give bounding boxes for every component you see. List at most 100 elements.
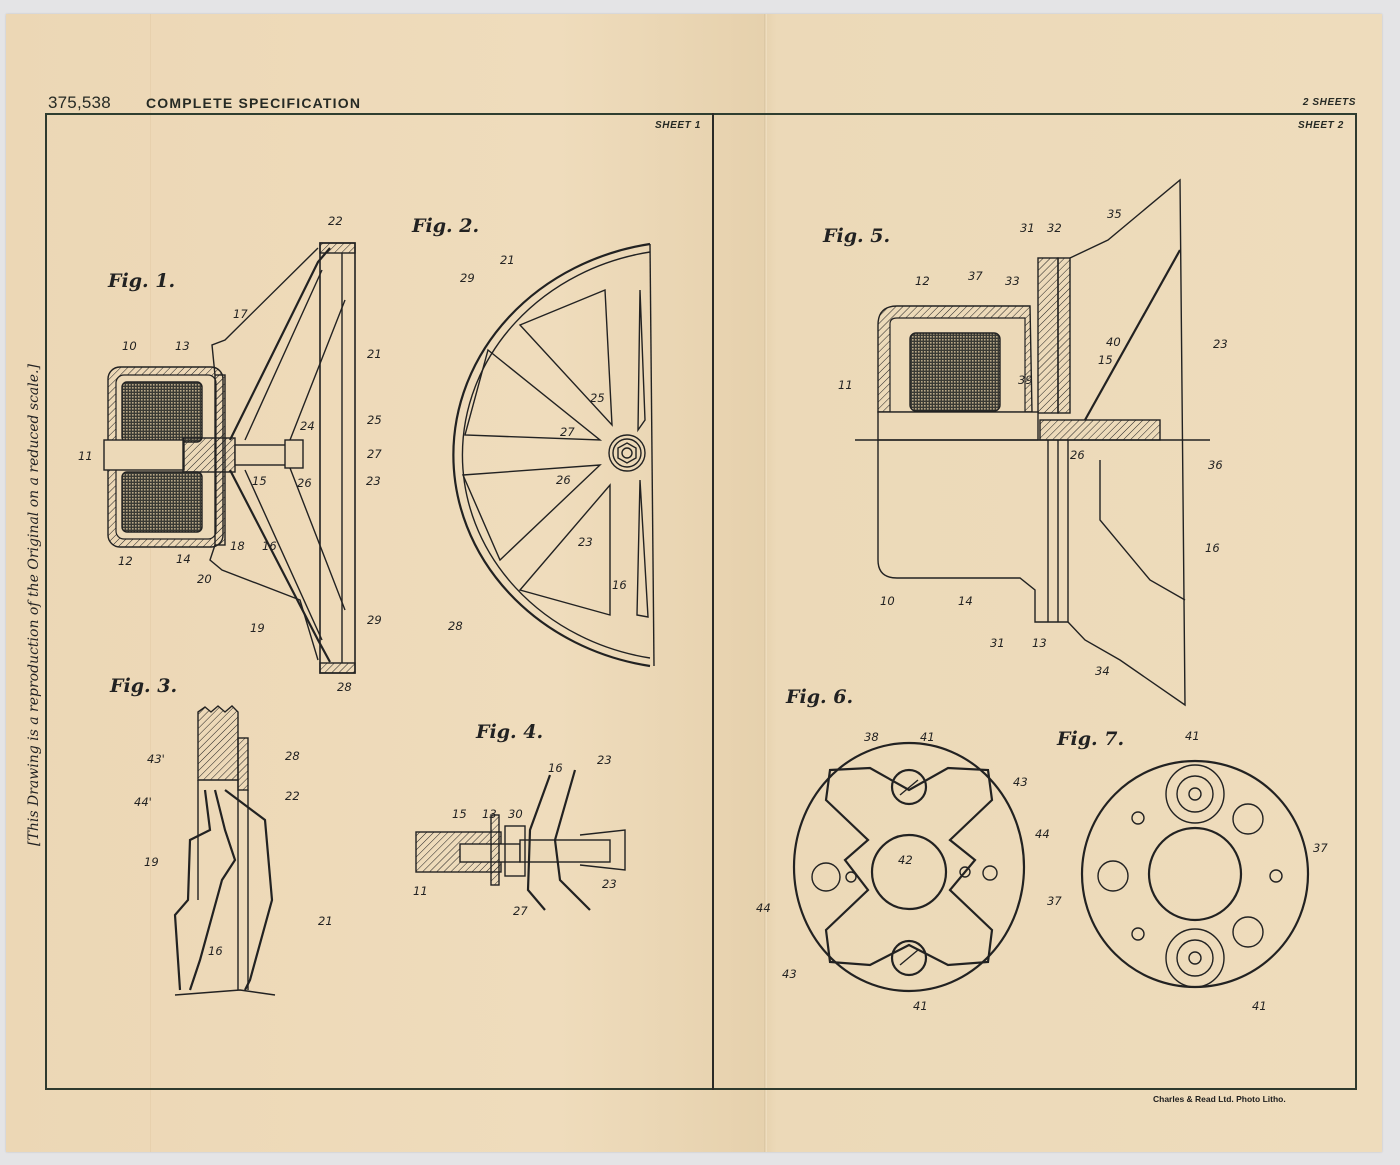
sheet-1-label: SHEET 1 (655, 120, 701, 131)
svg-text:21: 21 (500, 253, 515, 267)
svg-text:42: 42 (898, 853, 913, 867)
fig5-coil-12 (909, 332, 1001, 412)
svg-text:25: 25 (367, 413, 382, 427)
svg-text:41: 41 (920, 730, 935, 744)
svg-text:10: 10 (880, 594, 895, 608)
svg-text:43: 43 (782, 967, 797, 981)
drawing-frame (45, 113, 1357, 1090)
sheet-divider (712, 113, 714, 1090)
svg-text:26: 26 (1070, 448, 1085, 462)
fig6-spider-38 (824, 766, 994, 967)
svg-text:38: 38 (864, 730, 879, 744)
svg-text:23: 23 (578, 535, 593, 549)
svg-text:10: 10 (122, 339, 137, 353)
fig2-title: Fig. 2. (411, 215, 479, 237)
fig6-title: Fig. 6. (785, 686, 853, 708)
svg-text:13: 13 (482, 807, 497, 821)
svg-text:36: 36 (1208, 458, 1223, 472)
svg-text:41: 41 (913, 999, 928, 1013)
svg-text:22: 22 (328, 214, 343, 228)
svg-text:25: 25 (590, 391, 605, 405)
svg-text:41: 41 (1252, 999, 1267, 1013)
sheet-count: 2 SHEETS (1302, 97, 1356, 108)
svg-text:11: 11 (78, 449, 93, 463)
svg-text:31: 31 (990, 636, 1005, 650)
svg-text:13: 13 (175, 339, 190, 353)
svg-text:23: 23 (597, 753, 612, 767)
svg-text:21: 21 (367, 347, 382, 361)
fig1-coil-bottom (121, 471, 203, 533)
svg-text:11: 11 (413, 884, 428, 898)
svg-text:14: 14 (958, 594, 973, 608)
fig5-title: Fig. 5. (822, 225, 890, 247)
svg-text:22: 22 (285, 789, 300, 803)
svg-text:28: 28 (285, 749, 300, 763)
svg-text:24: 24 (300, 419, 315, 433)
svg-text:27: 27 (513, 904, 528, 918)
svg-text:26: 26 (297, 476, 312, 490)
paper-fold (764, 14, 767, 1152)
svg-text:44: 44 (1035, 827, 1050, 841)
svg-text:31: 31 (1020, 221, 1035, 235)
fig7-title: Fig. 7. (1056, 728, 1124, 750)
svg-text:28: 28 (337, 680, 352, 694)
svg-text:19: 19 (144, 855, 159, 869)
svg-text:29: 29 (460, 271, 475, 285)
svg-text:33: 33 (1005, 274, 1020, 288)
svg-text:30: 30 (508, 807, 523, 821)
fig1-cone-upper (229, 247, 331, 441)
svg-text:32: 32 (1047, 221, 1062, 235)
svg-text:23: 23 (602, 877, 617, 891)
svg-text:20: 20 (197, 572, 212, 586)
svg-text:26: 26 (556, 473, 571, 487)
fig6-screw-top (890, 768, 928, 806)
svg-text:29: 29 (367, 613, 382, 627)
fig7-disc-37 (1080, 759, 1310, 989)
svg-text:37: 37 (1047, 894, 1062, 908)
fig1-rim (319, 242, 356, 674)
svg-text:15: 15 (452, 807, 467, 821)
patent-number: 375,538 (48, 93, 111, 112)
fig5-pole-11 (877, 411, 1039, 441)
svg-text:16: 16 (262, 539, 277, 553)
fig6-screw-bottom (890, 939, 928, 977)
svg-text:35: 35 (1107, 207, 1122, 221)
svg-text:43': 43' (147, 752, 165, 766)
svg-text:40: 40 (1106, 335, 1121, 349)
svg-text:16: 16 (208, 944, 223, 958)
fig4-title: Fig. 4. (475, 721, 543, 743)
svg-text:34: 34 (1095, 664, 1110, 678)
fig1-title: Fig. 1. (107, 270, 175, 292)
svg-text:37: 37 (968, 269, 983, 283)
fig1-pole-11 (103, 439, 185, 471)
svg-text:19: 19 (250, 621, 265, 635)
fig1-armature (182, 437, 236, 473)
svg-text:27: 27 (560, 425, 575, 439)
svg-text:41: 41 (1185, 729, 1200, 743)
fig3-diaphragm-16 (188, 789, 237, 991)
svg-text:15: 15 (1098, 353, 1113, 367)
printer-credit: Charles & Read Ltd. Photo Litho. (1153, 1094, 1286, 1104)
svg-text:18: 18 (230, 539, 245, 553)
document-title: COMPLETE SPECIFICATION (146, 95, 362, 111)
svg-text:12: 12 (915, 274, 930, 288)
svg-text:15: 15 (252, 474, 267, 488)
svg-text:44: 44 (756, 901, 771, 915)
fig2-spokes (461, 288, 649, 618)
svg-text:23: 23 (366, 474, 381, 488)
fig2-outer-rim (452, 242, 651, 668)
fig6-disc-37 (792, 741, 1026, 993)
